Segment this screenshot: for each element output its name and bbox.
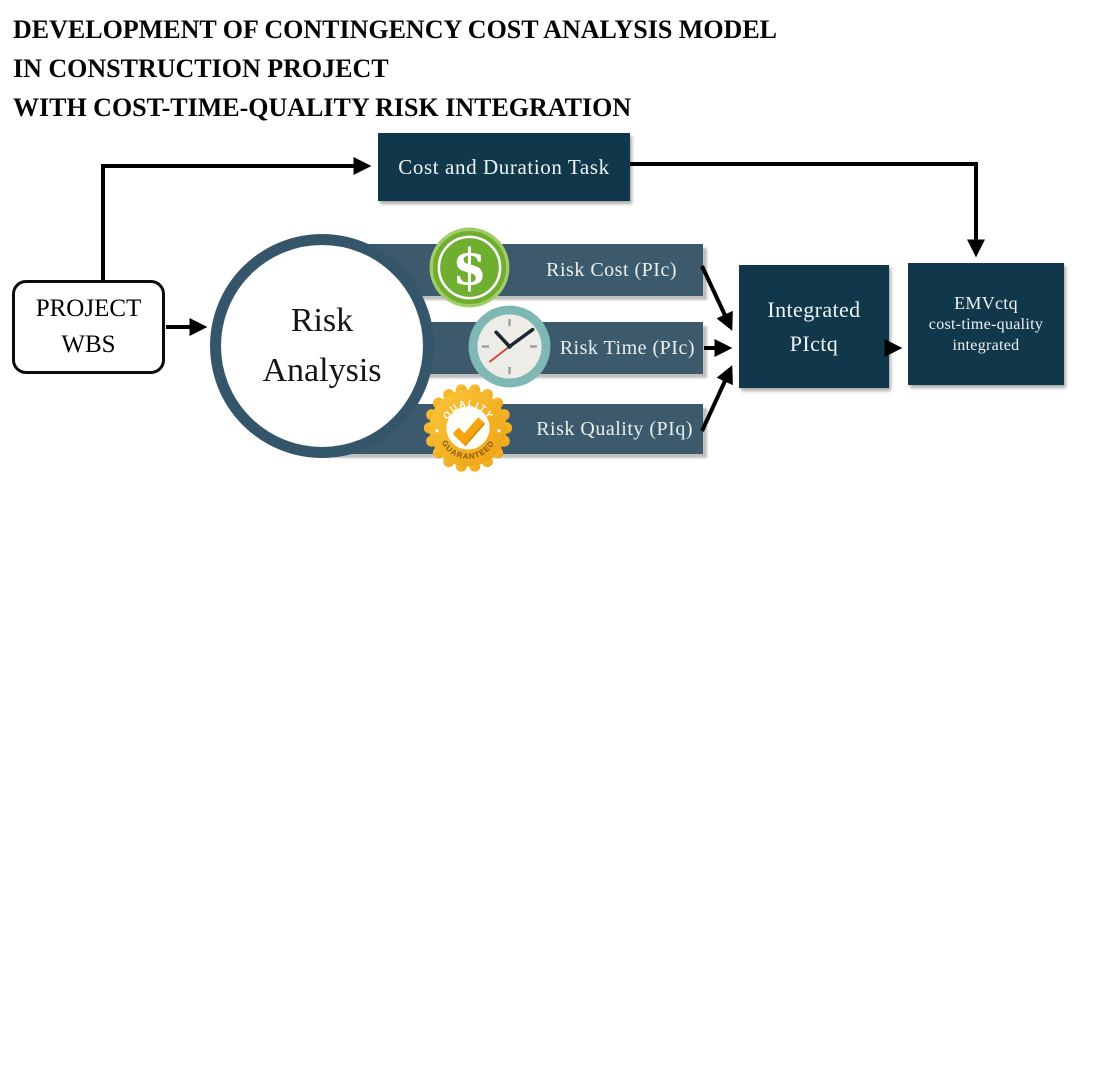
- dollar-icon-ring: [437, 235, 502, 300]
- integrated-pictq-box: Integrated PIctq: [739, 265, 889, 388]
- clock-icon: [468, 305, 551, 388]
- dollar-icon-circle: [429, 227, 510, 308]
- project-wbs-line-2: WBS: [61, 331, 116, 358]
- integrated-pictq-line-1: Integrated: [767, 296, 861, 322]
- arrow-cost-duration-task-to-emv: [630, 162, 985, 258]
- emvctq-line-1: EMVctq: [954, 292, 1018, 313]
- emvctq-line-3: integrated: [952, 336, 1020, 354]
- dollar-symbol: $: [452, 239, 486, 297]
- clock-minute-hand: [507, 327, 535, 349]
- badge-check: [452, 417, 485, 446]
- risk-time-label: Risk Time (PIc): [559, 336, 695, 359]
- arrow-risk-cost-to-integrated: [700, 265, 733, 331]
- risk-circle-line-2: Analysis: [262, 352, 382, 389]
- project-wbs-line-1: PROJECT: [35, 295, 142, 322]
- title-line-1: DEVELOPMENT OF CONTINGENCY COST ANALYSIS…: [13, 15, 778, 44]
- risk-quality-label: Risk Quality (PIq): [536, 417, 693, 440]
- badge-dot-right: [497, 429, 501, 433]
- clock-ticks: [481, 318, 538, 375]
- badge-center: [446, 406, 490, 450]
- cost-and-duration-task-box: Cost and Duration Task: [378, 133, 630, 201]
- emvctq-line-2: cost-time-quality: [928, 315, 1044, 333]
- risk-circle-line-1: Risk: [290, 302, 354, 339]
- clock-hour-hand: [494, 330, 512, 349]
- dollar-icon: $: [429, 227, 510, 308]
- risk-cost-label: Risk Cost (PIc): [546, 258, 677, 281]
- arrow-risk-quality-to-integrated: [700, 365, 733, 432]
- title-line-3: WITH COST-TIME-QUALITY RISK INTEGRATION: [13, 93, 632, 122]
- project-wbs-box: PROJECT WBS: [12, 280, 165, 374]
- badge-dot-left: [435, 429, 439, 433]
- emvctq-box: EMVctq cost-time-quality integrated: [908, 263, 1064, 385]
- clock-center-dot: [507, 344, 512, 349]
- risk-analysis-circle: Risk Analysis: [210, 234, 434, 458]
- title-line-2: IN CONSTRUCTION PROJECT: [13, 54, 389, 83]
- quality-badge-icon: QUALITY GUARANTEED: [423, 384, 513, 472]
- clock-second-hand: [489, 345, 511, 363]
- cost-and-duration-task-label: Cost and Duration Task: [398, 154, 610, 179]
- page-title: DEVELOPMENT OF CONTINGENCY COST ANALYSIS…: [13, 10, 777, 127]
- integrated-pictq-line-2: PIctq: [789, 330, 839, 356]
